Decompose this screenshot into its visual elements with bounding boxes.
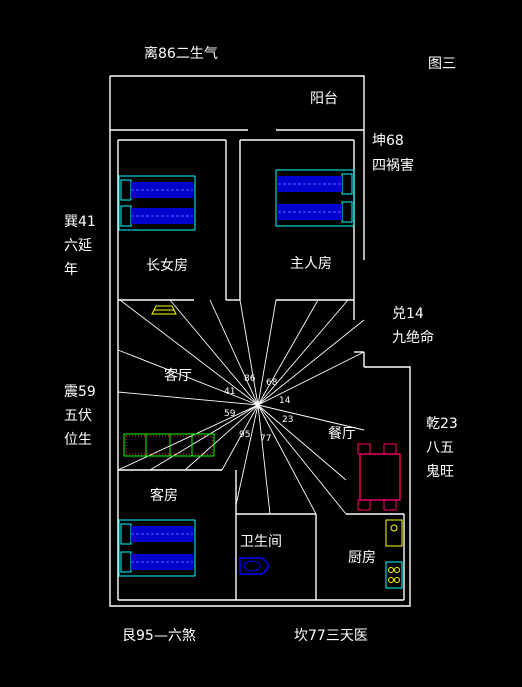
sector-23: 23 [282, 415, 293, 425]
sector-ray [239, 299, 259, 406]
room-bathroom: 卫生间 [240, 534, 282, 550]
label-kan: 坎77三天医 [294, 628, 368, 644]
sector-ray [257, 299, 349, 406]
sector-77: 77 [260, 434, 271, 444]
label-kun-1: 坤68 [372, 133, 404, 149]
walls [109, 75, 411, 607]
sector-ray [221, 404, 259, 471]
room-kitchen: 厨房 [348, 550, 376, 566]
label-xun-3: 年 [64, 262, 78, 278]
label-dui-2: 九绝命 [392, 329, 434, 346]
sector-ray [257, 404, 365, 431]
dining-table [357, 443, 401, 511]
sector-95: 95 [239, 430, 250, 440]
stove-icon [385, 561, 403, 589]
sector-ray [149, 404, 259, 471]
label-qian-2: 八五 [426, 440, 454, 456]
sofa [123, 433, 215, 457]
sector-ray [257, 404, 271, 515]
sector-rays [117, 299, 365, 515]
toilet-icon [239, 557, 269, 575]
label-qian-1: 乾23 [426, 416, 458, 432]
label-xun-2: 六延 [64, 238, 92, 254]
sector-59: 59 [224, 409, 236, 419]
kitchen-sink [385, 519, 403, 547]
sector-ray [169, 299, 259, 406]
bed-master [275, 169, 355, 227]
label-dui-1: 兑14 [392, 306, 424, 322]
bed-guest [118, 519, 196, 577]
label-qian-3: 鬼旺 [426, 464, 454, 480]
label-zhen-3: 位生 [64, 432, 92, 448]
room-balcony: 阳台 [310, 91, 338, 107]
room-master: 主人房 [290, 256, 332, 272]
sector-ray [235, 404, 259, 506]
room-living: 客厅 [164, 367, 192, 384]
sector-ray [257, 404, 347, 481]
sector-ray [119, 299, 259, 406]
sector-ray [117, 391, 259, 406]
figure-label: 图三 [428, 56, 456, 72]
bed-eldest-daughter [118, 175, 196, 231]
sector-68: 68 [266, 378, 278, 388]
sector-ray [257, 299, 277, 406]
sector-ray [257, 404, 347, 515]
room-guest: 客房 [150, 487, 178, 504]
room-eldest-daughter: 长女房 [146, 257, 188, 274]
sector-41: 41 [224, 387, 235, 397]
label-xun-1: 巽41 [64, 214, 96, 230]
sector-86: 86 [244, 374, 256, 384]
sector-14: 14 [279, 396, 291, 406]
sector-ray [257, 319, 365, 406]
sector-ray [117, 349, 259, 406]
sector-ray [209, 299, 259, 406]
label-zhen-1: 震59 [64, 384, 96, 400]
sector-ray [257, 404, 317, 515]
room-dining: 餐厅 [328, 426, 356, 442]
lamp-icon [151, 305, 177, 315]
sector-ray [184, 404, 259, 471]
label-zhen-2: 五伏 [64, 408, 92, 424]
sector-ray [257, 351, 365, 406]
sector-ray [117, 404, 259, 471]
sector-ray [257, 299, 319, 406]
label-gen: 艮95—六煞 [122, 628, 196, 644]
label-li: 离86二生气 [144, 45, 218, 62]
label-kun-2: 四祸害 [372, 158, 414, 174]
